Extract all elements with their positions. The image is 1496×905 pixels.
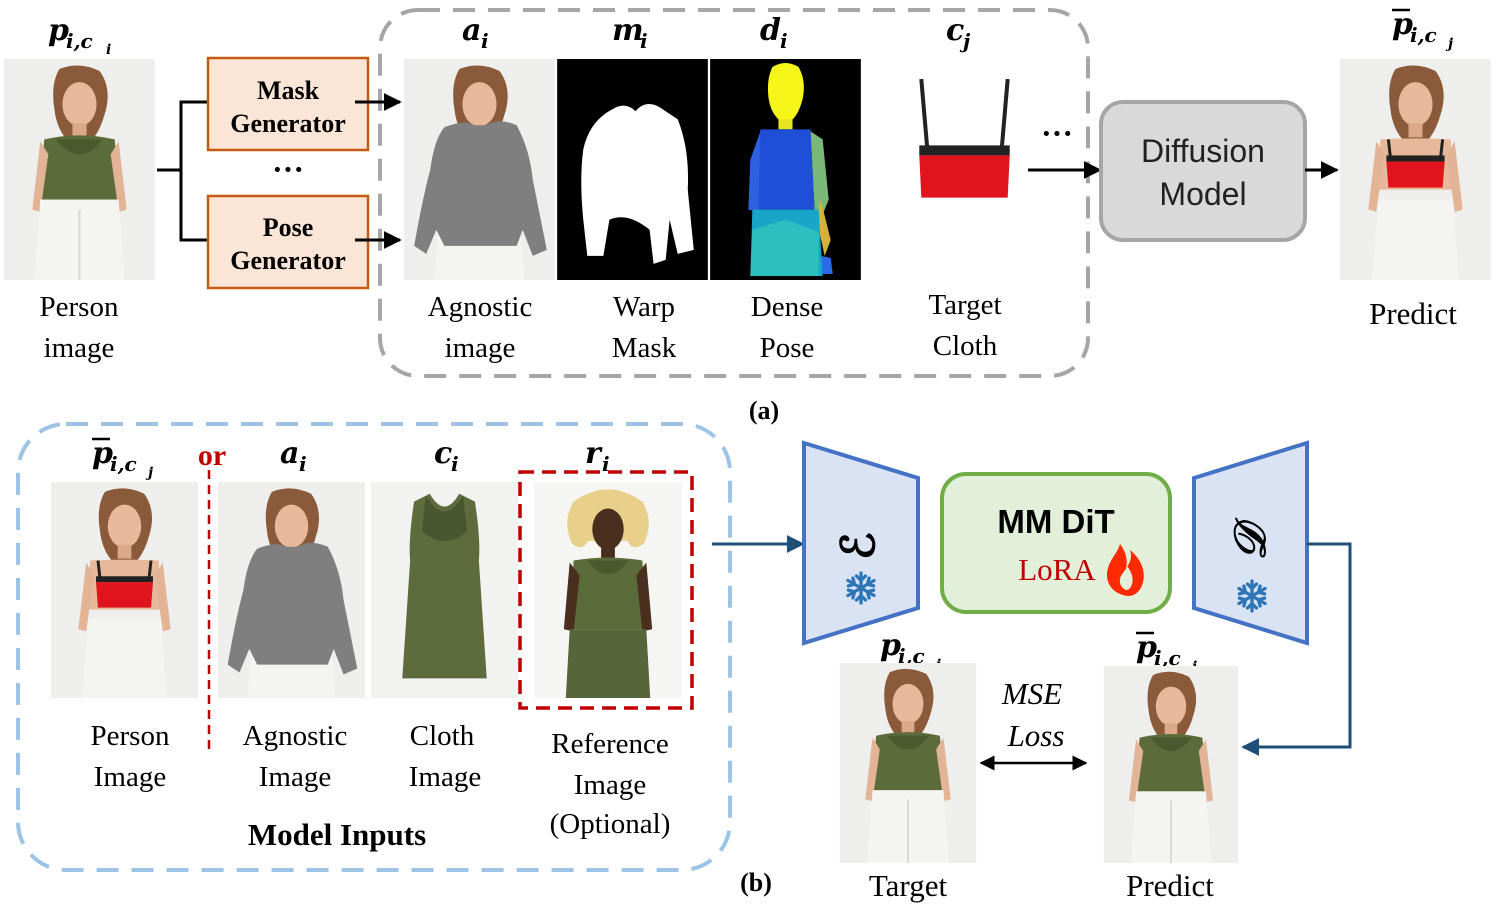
panel-a-dashed-group [378,8,1090,378]
target-cloth-image [889,59,1040,280]
agnostic-b-label-line1: Agnostic [243,720,348,752]
predict-a-symbol-sub: i,c [1410,23,1437,47]
mse-loss-line1: MSE [1001,676,1062,711]
predict-a-image [1339,59,1492,280]
target-cloth-symbol: c j [946,13,971,53]
mask-generator-label-line1: Mask [257,76,320,105]
predict-a-label: Predict [1369,296,1457,331]
mask-generator-box: Mask Generator [206,56,370,152]
dense-pose-image [710,59,861,280]
dense-pose-symbol-sub: i [780,29,788,53]
agnostic-image [404,59,555,280]
person-b-symbol: p i,c j [92,436,153,481]
diffusion-label-line1: Diffusion [1141,133,1265,169]
mask-generator-label-line2: Generator [230,109,346,138]
person-b-symbol-sub: i,c [110,452,137,476]
person-symbol-base: p [48,13,69,48]
dense-pose-symbol: d i [760,13,788,53]
agnostic-symbol-base: a [462,13,481,48]
target-symbol-base: p [880,628,901,663]
predict-b-symbol-base: p [1136,630,1157,665]
flame-icon [1106,544,1144,596]
reference-b-label-line3: (Optional) [550,808,671,840]
pose-generator-label-line2: Generator [230,246,346,275]
warp-mask-label-line1: Warp [613,291,675,323]
target-image [839,663,977,863]
predict-a-symbol-base: p [1392,7,1413,42]
target-cloth-symbol-base: c [946,13,964,48]
agnostic-b-symbol-base: a [280,436,299,471]
cloth-b-label-line1: Cloth [410,720,475,752]
person-b-label-line1: Person [91,720,170,752]
person-b-symbol-base: p [92,436,113,471]
agnostic-label-line2: image [445,332,516,364]
cloth-b-symbol-base: c [434,436,452,471]
person-b-image [49,482,200,698]
agnostic-symbol-sub: i [481,29,489,53]
agnostic-b-image [217,482,366,698]
generator-ellipsis: ··· [272,151,304,187]
diffusion-label-line2: Model [1159,176,1246,212]
reference-optional-box [518,470,694,710]
dense-pose-symbol-base: d [760,13,781,48]
reference-b-symbol: r i [585,436,610,476]
cloth-b-symbol: c i [434,436,459,476]
person-label-line2: image [44,332,115,364]
target-label: Target [869,868,948,903]
dense-pose-label-line1: Dense [751,291,823,323]
person-symbol-subsub: i [106,42,111,58]
target-cloth-label-line1: Target [928,289,1001,321]
encoder-block: ℰ [802,440,920,646]
reference-b-label-line1: Reference [551,728,669,760]
or-label: or [198,439,226,472]
person-b-label-line2: Image [94,761,166,793]
reference-b-image [534,482,682,698]
predict-a-symbol: p i,c j [1392,7,1453,52]
decoder-block: 𝒟 [1192,440,1309,646]
cloth-b-image [370,482,519,698]
agnostic-label-line1: Agnostic [428,291,533,323]
warp-mask-label-line2: Mask [612,332,677,364]
lora-label: LoRA [1018,552,1096,587]
reference-b-symbol-sub: i [602,452,610,476]
panel-b-caption: (b) [740,868,772,897]
predict-a-symbol-subsub: j [1445,36,1453,52]
person-b-symbol-subsub: j [145,465,153,481]
agnostic-b-label-line2: Image [259,761,331,793]
warp-mask-symbol-base: m [612,13,644,48]
mse-loss-line2: Loss [1007,718,1065,753]
model-inputs-label: Model Inputs [248,817,426,852]
reference-b-symbol-base: r [585,436,603,471]
pose-generator-box: Pose Generator [206,194,370,290]
warp-mask-image [557,59,708,280]
predict-b-label: Predict [1126,868,1214,903]
cloth-b-symbol-sub: i [451,452,459,476]
reference-b-label-line2: Image [574,769,646,801]
person-label-line1: Person [40,291,119,323]
inputs-ellipsis: ··· [1041,115,1073,151]
warp-mask-symbol-sub: i [640,29,648,53]
agnostic-b-symbol-sub: i [299,452,307,476]
pose-generator-label-line1: Pose [263,213,314,242]
predict-b-image [1102,666,1240,863]
target-cloth-label-line2: Cloth [933,330,998,362]
arrow-decoder-to-predict [1241,542,1352,756]
encoder-symbol: ℰ [831,532,885,560]
mm-dit-label: MM DiT [997,503,1114,540]
diffusion-model-box: Diffusion Model [1099,100,1307,242]
agnostic-b-symbol: a i [280,436,307,476]
mm-dit-block: MM DiT LoRA [940,472,1172,614]
agnostic-symbol: a i [462,13,489,53]
warp-mask-symbol: m i [612,13,648,53]
cloth-b-label-line2: Image [409,761,481,793]
person-image [3,59,156,280]
panel-a-caption: (a) [749,396,779,425]
dense-pose-label-line2: Pose [760,332,815,364]
person-symbol-sub: i,c [66,29,93,53]
person-symbol: p i,c i [48,13,111,58]
